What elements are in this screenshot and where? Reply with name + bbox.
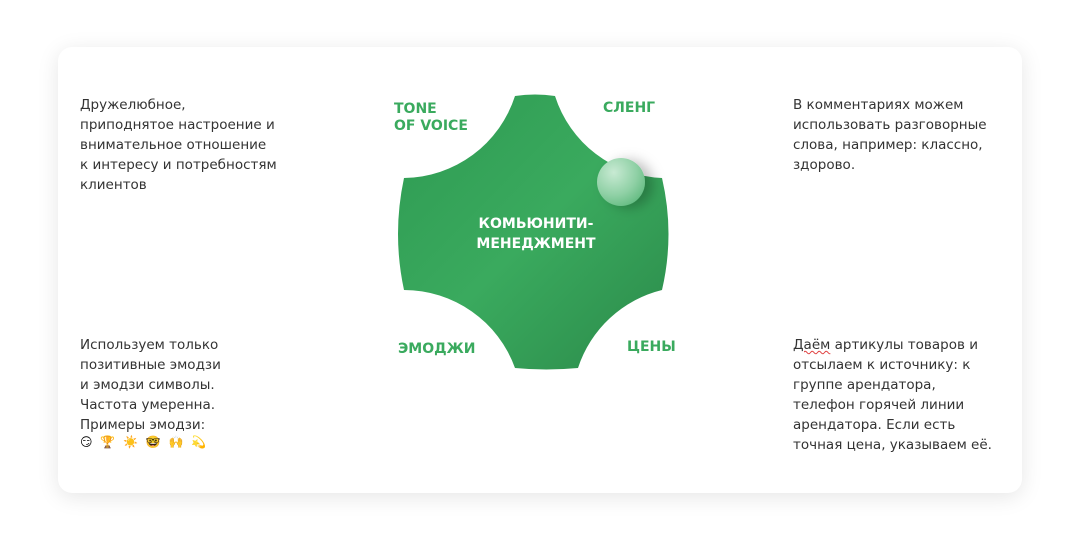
center-label: КОМЬЮНИТИ- МЕНЕДЖМЕНТ xyxy=(476,216,596,252)
emoji-examples: 😏 🏆 ☀️ 🤓 🙌 💫 xyxy=(80,435,209,449)
prices-description: Даём артикулы товаров и отсылаем к источ… xyxy=(793,335,992,455)
prices-text: артикулы товаров и отсылаем к источнику:… xyxy=(793,337,992,453)
misspelled-word[interactable]: Даём xyxy=(793,337,831,353)
emoji-description: Используем только позитивные эмодзи и эм… xyxy=(80,337,221,433)
label-prices: ЦЕНЫ xyxy=(627,339,676,355)
label-slang: СЛЕНГ xyxy=(603,100,656,116)
slang-description: В комментариях можем использовать разгов… xyxy=(793,97,987,173)
label-emoji: ЭМОДЖИ xyxy=(398,341,476,357)
decorative-ball xyxy=(597,158,645,206)
emoji-block: Используем только позитивные эмодзи и эм… xyxy=(80,335,221,449)
tone-description: Дружелюбное, приподнятое настроение и вн… xyxy=(80,97,277,193)
label-tone-of-voice: TONE OF VOICE xyxy=(394,101,468,134)
cross-shape xyxy=(398,94,669,370)
